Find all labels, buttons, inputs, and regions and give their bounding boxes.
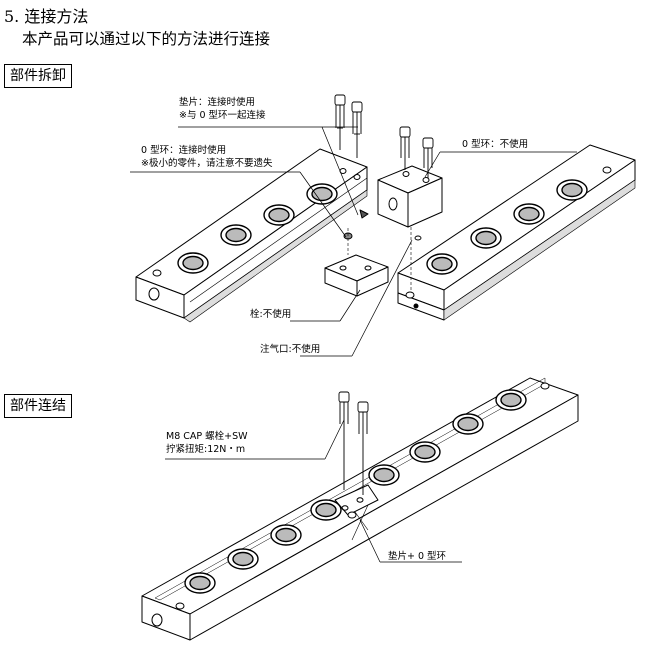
- label-oring-line1: 0 型环：连接时使用: [141, 145, 227, 156]
- bottom-bolts: [338, 391, 369, 495]
- label-gasket-line1: 垫片：连接时使用: [179, 97, 256, 108]
- tag-disassemble: 部件拆卸: [4, 64, 72, 88]
- label-bolt-line1: M8 CAP 螺栓+SW: [166, 431, 248, 442]
- connector-block: [377, 165, 443, 228]
- section-title: 5. 连接方法: [4, 7, 89, 26]
- label-bolt-line2: 拧紧扭矩:12N・m: [166, 444, 246, 455]
- tag-connect: 部件连结: [4, 394, 72, 418]
- label-inlet-unused: 注气口:不使用: [260, 344, 321, 355]
- label-gasket-oring: 垫片+ 0 型环: [388, 551, 447, 562]
- connected-rail-unit: [141, 377, 579, 641]
- label-oring: 0 型环：连接时使用 ※极小的零件，请注意不要遗失: [141, 144, 272, 170]
- left-bolts: [334, 94, 363, 158]
- connected-rail-seals: [184, 389, 527, 594]
- bottom-leader-lines: [165, 419, 462, 563]
- label-bolt: M8 CAP 螺栓+SW 拧紧扭矩:12N・m: [166, 430, 248, 456]
- plug-plate: [324, 228, 389, 297]
- left-rail-seals: [177, 183, 338, 274]
- label-gasket-line2: ※与 0 型环一起连接: [179, 110, 266, 121]
- right-rail-seals: [426, 179, 588, 275]
- label-gasket: 垫片：连接时使用 ※与 0 型环一起连接: [179, 96, 266, 122]
- right-bolts: [399, 126, 434, 290]
- label-plug-unused: 栓:不使用: [250, 309, 292, 320]
- label-oring-unused: 0 型环：不使用: [462, 139, 529, 150]
- left-rail-unit: [135, 148, 369, 323]
- right-rail-unit: [397, 144, 636, 321]
- top-leader-lines: [130, 126, 577, 357]
- label-oring-line2: ※极小的零件，请注意不要遗失: [141, 158, 273, 169]
- section-description: 本产品可以通过以下的方法进行连接: [22, 30, 271, 48]
